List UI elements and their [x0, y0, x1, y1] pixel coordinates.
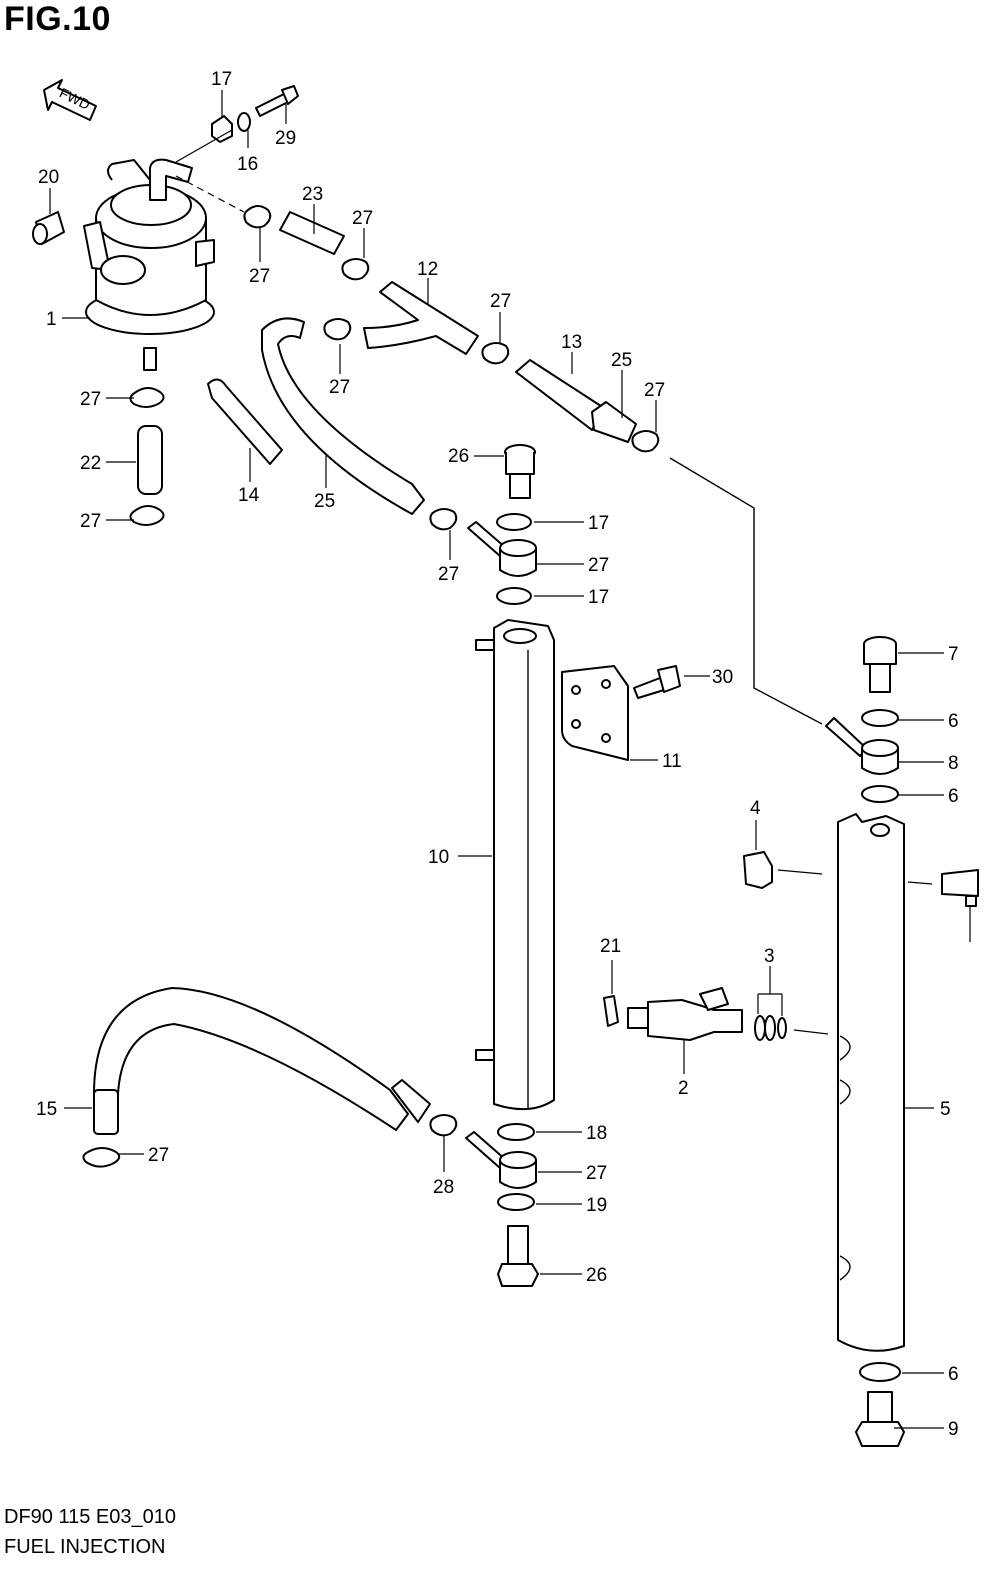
delivery-pipe-part-10: [475, 619, 555, 1111]
banjo-fitting-part-26-top: [467, 521, 537, 577]
seal-part-20: [603, 995, 619, 1027]
washer-part-16: [237, 112, 251, 132]
washer-part-17-d: [497, 1193, 535, 1211]
hose-part-14: [207, 378, 283, 465]
callout-27-c: 27: [249, 266, 270, 287]
fwd-arrow-icon: FWD: [43, 79, 97, 121]
callout-25-a: 26: [448, 446, 469, 467]
callout-10: 10: [428, 847, 449, 868]
washer-part-17-c: [497, 1123, 535, 1141]
fuel-filter-part: [83, 158, 215, 371]
callout-17-b: 17: [588, 587, 609, 608]
injector-part-2: [627, 987, 743, 1041]
callout-8: 8: [948, 753, 959, 774]
callout-6-b: 6: [948, 786, 959, 807]
o-ring-parts-3: [754, 1015, 787, 1041]
bracket-part-11: [561, 665, 629, 761]
plug-part-30: [941, 869, 979, 907]
callout-29: 30: [712, 667, 733, 688]
callout-23: 25: [611, 350, 632, 371]
mount-collar-part: [211, 115, 233, 143]
callout-20: 21: [600, 936, 621, 957]
callout-17-d: 19: [586, 1195, 607, 1216]
callout-18: 17: [211, 69, 232, 90]
callout-27-h: 27: [438, 564, 459, 585]
callout-26-a: 27: [588, 555, 609, 576]
hose-part-13: [515, 359, 605, 431]
leader-lines: [49, 90, 971, 1429]
hose-end-part-15: [391, 1079, 431, 1123]
banjo-bolt-part-7: [863, 636, 897, 693]
callout-27-j: 28: [433, 1177, 454, 1198]
callout-27-g: 27: [644, 380, 665, 401]
callout-28: 29: [275, 128, 296, 149]
callout-5: 5: [940, 1099, 951, 1120]
bolt-part-9: [855, 1391, 905, 1447]
cushion-part-4: [743, 851, 773, 889]
callout-3: 3: [764, 946, 775, 967]
callout-6-a: 6: [948, 711, 959, 732]
callout-4: 4: [750, 798, 761, 819]
tee-joint-part-12: [363, 281, 479, 355]
washer-part-17-a: [496, 513, 532, 531]
grommet-part: [32, 211, 65, 245]
section-name-label: FUEL INJECTION: [4, 1536, 166, 1558]
callout-7: 7: [948, 644, 959, 665]
hose-part-23: [591, 401, 637, 443]
clamp-parts: [82, 205, 660, 1168]
bolt-part-29: [633, 665, 681, 699]
banjo-fitting-part-8: [825, 717, 899, 775]
callout-14: 14: [238, 485, 260, 506]
callout-25-b: 26: [586, 1265, 607, 1286]
callout-21: 22: [80, 453, 101, 474]
callout-26-b: 27: [586, 1163, 607, 1184]
washer-part-6-a: [861, 709, 899, 727]
callout-1: 1: [46, 309, 57, 330]
callout-17-a: 17: [588, 513, 609, 534]
figure-title: FIG.10: [4, 0, 111, 38]
callout-27-b: 27: [80, 511, 101, 532]
banjo-bolt-part-25-top: [504, 444, 536, 499]
callout-9: 9: [948, 1419, 959, 1440]
washer-part-6-c: [859, 1362, 901, 1382]
banjo-fitting-part-26-bottom: [465, 1131, 537, 1189]
callout-27-a: 27: [80, 389, 101, 410]
washer-part-6-b: [861, 785, 899, 803]
callout-2: 2: [678, 1078, 689, 1099]
callout-labels: 17 16 29 20 1 27 22 27 23 27 27 12 27 27…: [36, 69, 959, 1440]
hose-part-15: [93, 987, 409, 1131]
callout-27-e: 27: [490, 291, 511, 312]
hose-part-21: [137, 425, 163, 495]
banjo-bolt-part-25-bottom: [497, 1225, 539, 1287]
callout-22: 23: [302, 184, 323, 205]
bolt-part-28: [255, 85, 299, 117]
hose-part-24: [261, 317, 425, 515]
callout-27-i: 27: [148, 1145, 169, 1166]
callout-15: 15: [36, 1099, 57, 1120]
washer-part-17-b: [496, 587, 532, 605]
model-code-label: DF90 115 E03_010: [4, 1506, 176, 1528]
hose-part-22: [279, 211, 345, 255]
callout-12: 12: [417, 259, 438, 280]
callout-6-c: 6: [948, 1364, 959, 1385]
callout-27-d: 27: [352, 208, 373, 229]
callout-13: 13: [561, 332, 582, 353]
callout-16: 16: [237, 154, 258, 175]
callout-11: 11: [662, 751, 682, 772]
callout-19: 20: [38, 167, 59, 188]
callout-27-f: 27: [329, 377, 350, 398]
fuel-rail-part-5: [837, 813, 905, 1352]
callout-24: 25: [314, 491, 335, 512]
callout-17-c: 18: [586, 1123, 607, 1144]
